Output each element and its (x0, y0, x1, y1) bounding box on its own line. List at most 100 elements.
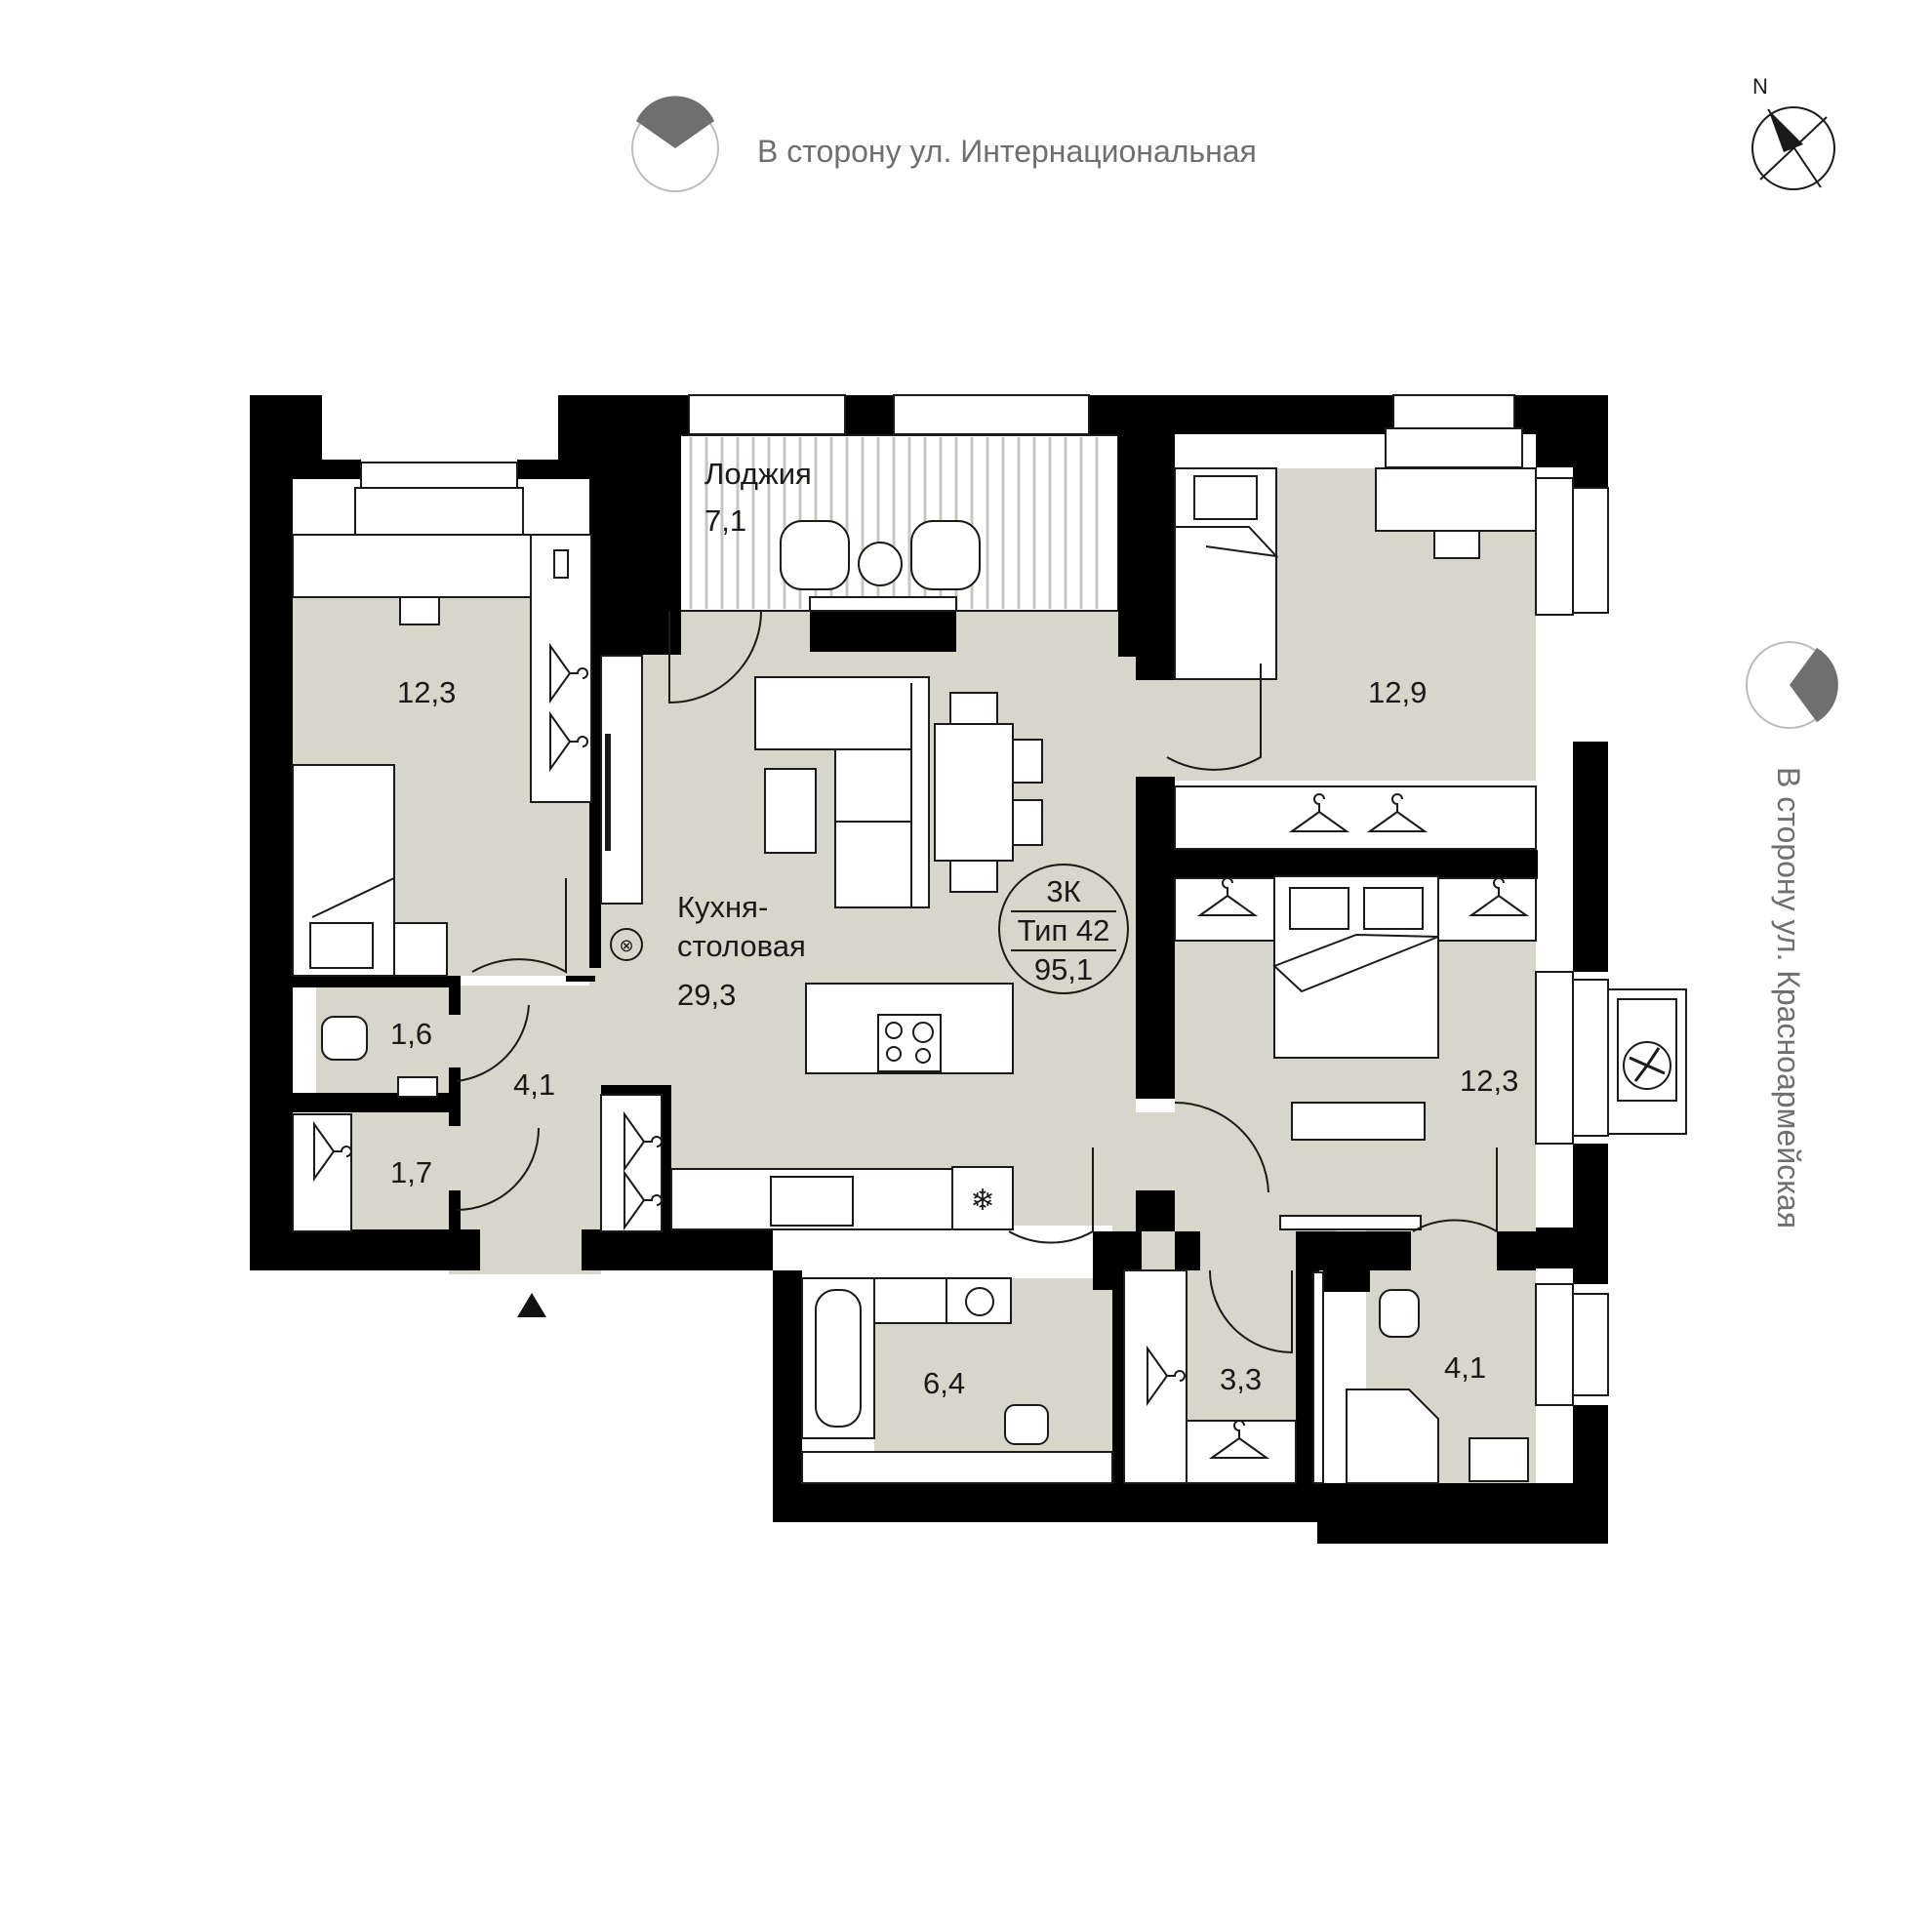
window (360, 462, 518, 489)
chair (949, 692, 998, 725)
top-street-label: В сторону ул. Интернациональная (757, 134, 1257, 169)
radiator (1279, 1215, 1422, 1230)
pillow (309, 922, 374, 969)
hanger-icon (1147, 1345, 1186, 1407)
right-street-label: В сторону ул. Красноармейская (1771, 767, 1806, 1228)
window (1535, 971, 1574, 1145)
window (1535, 477, 1574, 616)
wc-sink (397, 1076, 438, 1098)
hall-floor (449, 986, 601, 1274)
fridge (951, 1166, 1014, 1230)
sofa (754, 676, 930, 908)
toilet (321, 1016, 368, 1061)
window (1392, 394, 1515, 429)
storage-area: 1,7 (390, 1155, 432, 1189)
hanger-icon (313, 1120, 352, 1183)
nightstand (393, 922, 448, 977)
compass: N (1751, 74, 1835, 190)
bathroom-area: 6,4 (923, 1366, 965, 1400)
hanger-icon (1468, 877, 1530, 916)
bathroom-counter (801, 1451, 1113, 1484)
top-street-marker: В сторону ул. Интернациональная (631, 96, 1257, 192)
blanket (1272, 933, 1439, 993)
window (893, 394, 1090, 435)
desk (1375, 467, 1537, 532)
bedroom-left-area: 12,3 (397, 675, 456, 709)
shower-partition (1312, 1271, 1324, 1484)
loggia-table (858, 542, 903, 586)
room-labels: Лоджия 7,1 Кухня- столовая 29,3 12,3 12,… (390, 457, 1518, 1400)
compass-north-label: N (1752, 74, 1768, 99)
window (354, 487, 524, 536)
door-bedroom-right (1174, 1101, 1269, 1193)
compass-icon (1751, 106, 1835, 190)
chair (1012, 739, 1043, 784)
furniture: ❄ ⊗ (292, 467, 1687, 1484)
dining-table (934, 723, 1014, 862)
storage-floor (351, 1112, 449, 1233)
hanger-icon (1366, 793, 1429, 832)
window (1572, 487, 1609, 614)
snowflake-icon: ❄ (970, 1184, 994, 1218)
riser-icon (610, 928, 643, 961)
door-shower (1412, 1147, 1498, 1233)
storage-shelf (292, 1113, 352, 1232)
chair (1433, 530, 1480, 559)
window (809, 596, 957, 612)
apartment-total-area: 95,1 (1034, 952, 1093, 986)
window (1385, 427, 1523, 468)
sink (770, 1176, 854, 1227)
washing-machine (946, 1277, 1012, 1324)
bedroom-top-right-area: 12,9 (1368, 675, 1427, 709)
wardrobe-shelf (1123, 1269, 1187, 1484)
kitchen-area: 29,3 (677, 978, 736, 1012)
lamp (553, 549, 569, 579)
apartment-badge: 3К Тип 42 95,1 (998, 864, 1129, 994)
loggia (676, 434, 1119, 612)
svg-text:⊗: ⊗ (619, 936, 633, 956)
bathroom-toilet (1004, 1404, 1049, 1445)
pillow (1363, 887, 1424, 930)
hanger-icon (624, 1110, 663, 1173)
door-bathroom (1008, 1147, 1094, 1244)
shower-toilet (1379, 1289, 1420, 1338)
dresser (1291, 1102, 1426, 1141)
shower-sink (1469, 1437, 1529, 1482)
door-wardrobe (1209, 1269, 1293, 1354)
chair (399, 596, 440, 625)
hall-area: 4,1 (513, 1067, 555, 1102)
bedroom-right-area: 12,3 (1460, 1064, 1518, 1098)
armchair (764, 768, 817, 854)
hanger-icon (549, 642, 588, 704)
apartment-type: Тип 42 (1018, 913, 1110, 947)
window (1572, 979, 1609, 1137)
blanket (311, 876, 395, 918)
direction-sector-icon (1790, 648, 1838, 722)
chair (1012, 799, 1043, 846)
windows (354, 394, 1609, 1406)
direction-sector-icon (636, 96, 714, 148)
blanket (1175, 526, 1279, 558)
apartment-rooms: 3К (1046, 874, 1080, 908)
shower-area: 4,1 (1444, 1350, 1486, 1385)
bathroom-sink (873, 1277, 947, 1324)
door-bedroom-top-right (1166, 664, 1262, 771)
pillow (1193, 475, 1258, 520)
door-loggia (668, 610, 762, 704)
loggia-area: 7,1 (704, 503, 746, 538)
tv (605, 734, 611, 851)
hanger-icon (1288, 793, 1350, 832)
door-wc (456, 1004, 530, 1082)
hanger-icon (1196, 877, 1259, 916)
wc-area: 1,6 (390, 1017, 432, 1051)
wardrobe-shelf (1186, 1420, 1297, 1484)
window (1535, 1283, 1574, 1406)
fan-icon (1623, 1041, 1671, 1090)
cooktop (877, 1014, 942, 1072)
hanger-icon (1208, 1420, 1270, 1459)
wardrobe-floor (1187, 1268, 1296, 1421)
shower (1346, 1389, 1439, 1484)
hanger-icon (624, 1169, 663, 1231)
window (688, 394, 846, 435)
